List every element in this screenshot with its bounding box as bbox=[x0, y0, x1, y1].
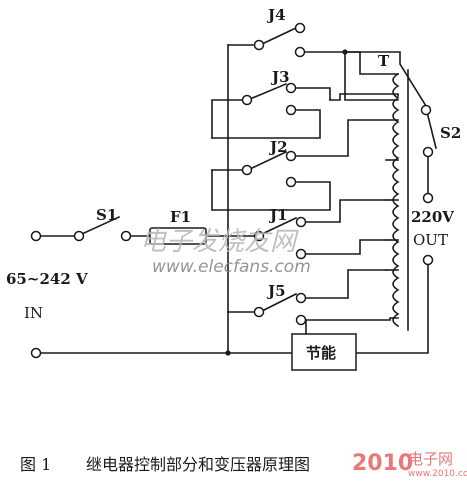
watermark-logo-url: www.2010.com bbox=[408, 469, 467, 479]
s2-label: S2 bbox=[440, 124, 461, 142]
in-terminal-bottom bbox=[30, 347, 42, 359]
s1-terminal-left bbox=[73, 230, 85, 242]
j2-no-wire bbox=[211, 169, 331, 211]
figure-caption: 图 1 继电器控制部分和变压器原理图 bbox=[20, 455, 310, 474]
s2-blade bbox=[426, 111, 437, 149]
junction-dot-top bbox=[342, 49, 348, 55]
j2-no-terminal bbox=[285, 176, 297, 188]
j1-nc-terminal bbox=[295, 216, 307, 228]
out-top-wire bbox=[344, 51, 428, 108]
output-voltage-label: 220V bbox=[411, 208, 454, 226]
j3-common-wire bbox=[211, 99, 247, 139]
s2-terminal-top bbox=[420, 104, 432, 116]
fuse-f1 bbox=[149, 227, 207, 245]
j3-nc-wire bbox=[295, 87, 331, 101]
s1-blade bbox=[80, 215, 121, 236]
j1-no-terminal bbox=[295, 248, 307, 260]
j4-no-terminal bbox=[294, 46, 306, 58]
j4-blade bbox=[260, 26, 298, 46]
energy-saving-label: 节能 bbox=[306, 344, 336, 362]
in-terminal-top bbox=[30, 230, 42, 242]
wiring bbox=[39, 26, 437, 354]
j5-no-wire bbox=[305, 269, 387, 299]
output-label: OUT bbox=[413, 231, 448, 249]
j1-nc-wire bbox=[305, 199, 387, 223]
tap-top-wire bbox=[344, 51, 399, 75]
j1-blade bbox=[260, 216, 298, 236]
out-terminal-bottom bbox=[422, 254, 434, 266]
f1-label: F1 bbox=[170, 208, 191, 226]
j3-no-terminal bbox=[285, 104, 297, 116]
labels: J4 J3 J2 J1 J5 T S1 S2 F1 65~242 V IN 22… bbox=[6, 6, 461, 362]
j3-no-wire bbox=[211, 109, 321, 139]
j5-blade bbox=[260, 292, 298, 313]
j1-label: J1 bbox=[268, 206, 288, 224]
j3-blade bbox=[248, 82, 288, 101]
energy-saving-box bbox=[291, 333, 357, 371]
j1-no-wire bbox=[305, 239, 387, 255]
transformer-winding bbox=[392, 72, 400, 328]
s1-label: S1 bbox=[96, 206, 117, 224]
j2-nc-wire bbox=[295, 119, 399, 157]
j4-nc-terminal bbox=[294, 22, 306, 34]
j2-blade bbox=[248, 150, 288, 171]
input-label: IN bbox=[24, 304, 43, 322]
watermark-logo-cn: 电子网 bbox=[408, 450, 453, 468]
j3-label: J3 bbox=[270, 68, 290, 86]
input-voltage-label: 65~242 V bbox=[6, 270, 88, 288]
j2-common-terminal bbox=[241, 164, 253, 176]
watermark-url-text: www.elecfans.com bbox=[152, 257, 311, 277]
j5-common-terminal bbox=[253, 306, 265, 318]
caption-number: 图 1 bbox=[20, 455, 51, 474]
j5-nc-terminal bbox=[295, 292, 307, 304]
j5-no-terminal bbox=[295, 314, 307, 326]
tap-j4-loop-wire bbox=[344, 51, 399, 101]
transformer-label: T bbox=[378, 52, 390, 70]
caption-title: 继电器控制部分和变压器原理图 bbox=[86, 455, 310, 474]
j2-nc-terminal bbox=[285, 150, 297, 162]
terminals bbox=[30, 22, 434, 359]
watermark: 电子发烧友网 www.elecfans.com 2010 电子网 www.201… bbox=[140, 227, 467, 479]
watermark-cn-text: 电子发烧友网 bbox=[140, 227, 299, 257]
tap-j3-wire bbox=[329, 93, 399, 101]
tap-bottom-wire bbox=[305, 317, 399, 321]
j4-label: J4 bbox=[266, 6, 286, 24]
j3-common-terminal bbox=[241, 94, 253, 106]
transformer-t bbox=[392, 69, 409, 331]
watermark-logo-number: 2010 bbox=[352, 451, 413, 476]
out-terminal-top bbox=[422, 192, 434, 204]
energy-to-out-wire bbox=[355, 261, 429, 354]
j3-nc-terminal bbox=[285, 82, 297, 94]
j4-common-terminal bbox=[253, 39, 265, 51]
j2-label: J2 bbox=[268, 138, 288, 156]
s2-terminal-bottom bbox=[422, 146, 434, 158]
junction-dot-bottom bbox=[225, 350, 231, 356]
s1-terminal-right bbox=[120, 230, 132, 242]
j1-common-terminal bbox=[253, 230, 265, 242]
j5-label: J5 bbox=[266, 282, 286, 300]
